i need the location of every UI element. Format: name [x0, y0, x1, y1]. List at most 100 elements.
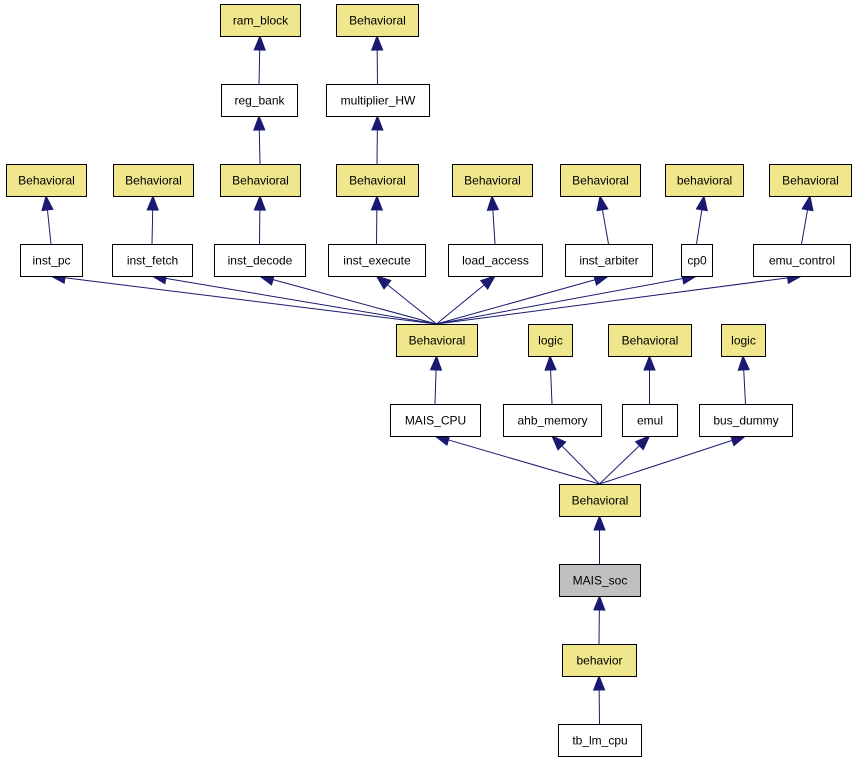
node-logic-ahb[interactable]: logic: [528, 324, 573, 357]
edge-inst-execute-to-beh-execute: [370, 194, 384, 245]
node-box: [396, 324, 478, 357]
node-box: [559, 564, 641, 597]
edge-mais-soc-to-beh-soc: [593, 514, 606, 564]
node-load-access[interactable]: load_access: [448, 244, 543, 277]
node-label: Behavioral: [409, 334, 466, 348]
edge-line: [258, 129, 261, 165]
node-beh-cpu[interactable]: Behavioral: [396, 324, 478, 357]
node-label: MAIS_soc: [573, 574, 628, 588]
node-box: [113, 164, 194, 197]
edge-bus-dummy-to-logic-bus: [737, 354, 750, 405]
node-label: Behavioral: [622, 334, 679, 348]
edge-beh-soc-to-bus-dummy: [599, 434, 747, 485]
node-tb-lm-cpu[interactable]: tb_lm_cpu: [558, 724, 642, 757]
node-beh-emu[interactable]: Behavioral: [769, 164, 852, 197]
node-cp0[interactable]: cp0: [681, 244, 713, 277]
node-inst-decode[interactable]: inst_decode: [214, 244, 306, 277]
node-box: [681, 244, 713, 277]
node-box: [699, 404, 793, 437]
node-label: Behavioral: [572, 494, 629, 508]
edge-beh-cpu-to-inst-arbiter: [436, 273, 610, 325]
edge-beh-cpu-to-inst-decode: [258, 273, 437, 325]
edge-arrowhead: [551, 435, 567, 451]
node-beh-pc[interactable]: Behavioral: [6, 164, 87, 197]
node-box: [221, 84, 298, 117]
edge-arrowhead: [596, 194, 609, 212]
node-box: [528, 324, 573, 357]
edge-inst-fetch-to-beh-fetch: [146, 194, 159, 245]
node-label: emul: [637, 414, 663, 428]
node-ahb-memory[interactable]: ahb_memory: [503, 404, 602, 437]
node-bus-dummy[interactable]: bus_dummy: [699, 404, 793, 437]
edge-arrowhead: [146, 194, 159, 211]
edge-inst-pc-to-beh-pc: [41, 194, 54, 245]
edge-beh-cpu-to-inst-fetch: [150, 272, 437, 325]
node-beh-arbiter[interactable]: Behavioral: [560, 164, 641, 197]
node-emul[interactable]: emul: [622, 404, 678, 437]
edge-ahb-memory-to-logic-ahb: [544, 354, 557, 405]
edge-line: [599, 445, 640, 485]
node-box: [608, 324, 692, 357]
node-label: ram_block: [233, 14, 289, 28]
node-label: reg_bank: [234, 94, 285, 108]
node-logic-bus[interactable]: logic: [721, 324, 766, 357]
edge-line: [550, 369, 553, 405]
node-box: [326, 84, 430, 117]
edge-arrowhead: [634, 435, 651, 451]
node-beh-execute[interactable]: Behavioral: [336, 164, 419, 197]
edge-arrowhead: [371, 114, 384, 131]
node-inst-execute[interactable]: inst_execute: [328, 244, 426, 277]
node-ram-block[interactable]: ram_block: [220, 4, 301, 37]
edge-line: [46, 209, 52, 245]
node-box: [558, 724, 642, 757]
node-reg-bank[interactable]: reg_bank: [221, 84, 298, 117]
edge-line: [492, 209, 496, 245]
node-label: tb_lm_cpu: [572, 734, 627, 748]
node-box: [559, 484, 641, 517]
edge-load-access-to-beh-load: [486, 194, 500, 245]
edge-arrowhead: [370, 194, 384, 211]
node-label: inst_fetch: [127, 254, 178, 268]
node-beh-fetch[interactable]: Behavioral: [113, 164, 194, 197]
edge-arrowhead: [801, 194, 814, 212]
node-beh-mult[interactable]: Behavioral: [336, 4, 419, 37]
edge-beh-cpu-to-load-access: [436, 275, 497, 325]
node-emu-control[interactable]: emu_control: [753, 244, 851, 277]
node-inst-arbiter[interactable]: inst_arbiter: [565, 244, 653, 277]
node-beh-emul[interactable]: Behavioral: [608, 324, 692, 357]
node-beh-load[interactable]: Behavioral: [452, 164, 533, 197]
edge-behavior-tb-to-mais-soc: [593, 594, 606, 645]
node-box: [336, 4, 419, 37]
node-label: load_access: [462, 254, 529, 268]
node-box: [769, 164, 852, 197]
node-box: [452, 164, 533, 197]
node-label: inst_arbiter: [579, 254, 638, 268]
node-beh-cp0[interactable]: behavioral: [665, 164, 744, 197]
node-label: Behavioral: [232, 174, 289, 188]
edge-line: [258, 49, 261, 85]
node-mais-soc[interactable]: MAIS_soc: [559, 564, 641, 597]
edge-line: [436, 277, 788, 325]
node-behavior-tb[interactable]: behavior: [562, 644, 637, 677]
edge-inst-decode-to-beh-decode: [253, 194, 267, 245]
node-label: emu_control: [769, 254, 835, 268]
edge-line: [64, 277, 437, 325]
edge-beh-soc-to-mais-cpu: [433, 434, 600, 485]
node-inst-pc[interactable]: inst_pc: [20, 244, 83, 277]
edge-line: [436, 278, 683, 325]
edge-arrowhead: [592, 674, 606, 691]
node-beh-soc[interactable]: Behavioral: [559, 484, 641, 517]
edge-line: [801, 209, 809, 245]
node-mais-cpu[interactable]: MAIS_CPU: [390, 404, 481, 437]
edge-line: [436, 279, 596, 325]
node-inst-fetch[interactable]: inst_fetch: [112, 244, 193, 277]
node-box: [565, 244, 653, 277]
edge-beh-soc-to-emul: [599, 435, 651, 485]
edge-arrowhead: [253, 194, 267, 211]
edge-line: [387, 284, 437, 325]
node-multiplier-hw[interactable]: multiplier_HW: [326, 84, 430, 117]
node-beh-decode[interactable]: Behavioral: [220, 164, 301, 197]
edge-arrowhead: [643, 354, 656, 371]
node-box: [665, 164, 744, 197]
edge-arrowhead: [737, 354, 750, 371]
